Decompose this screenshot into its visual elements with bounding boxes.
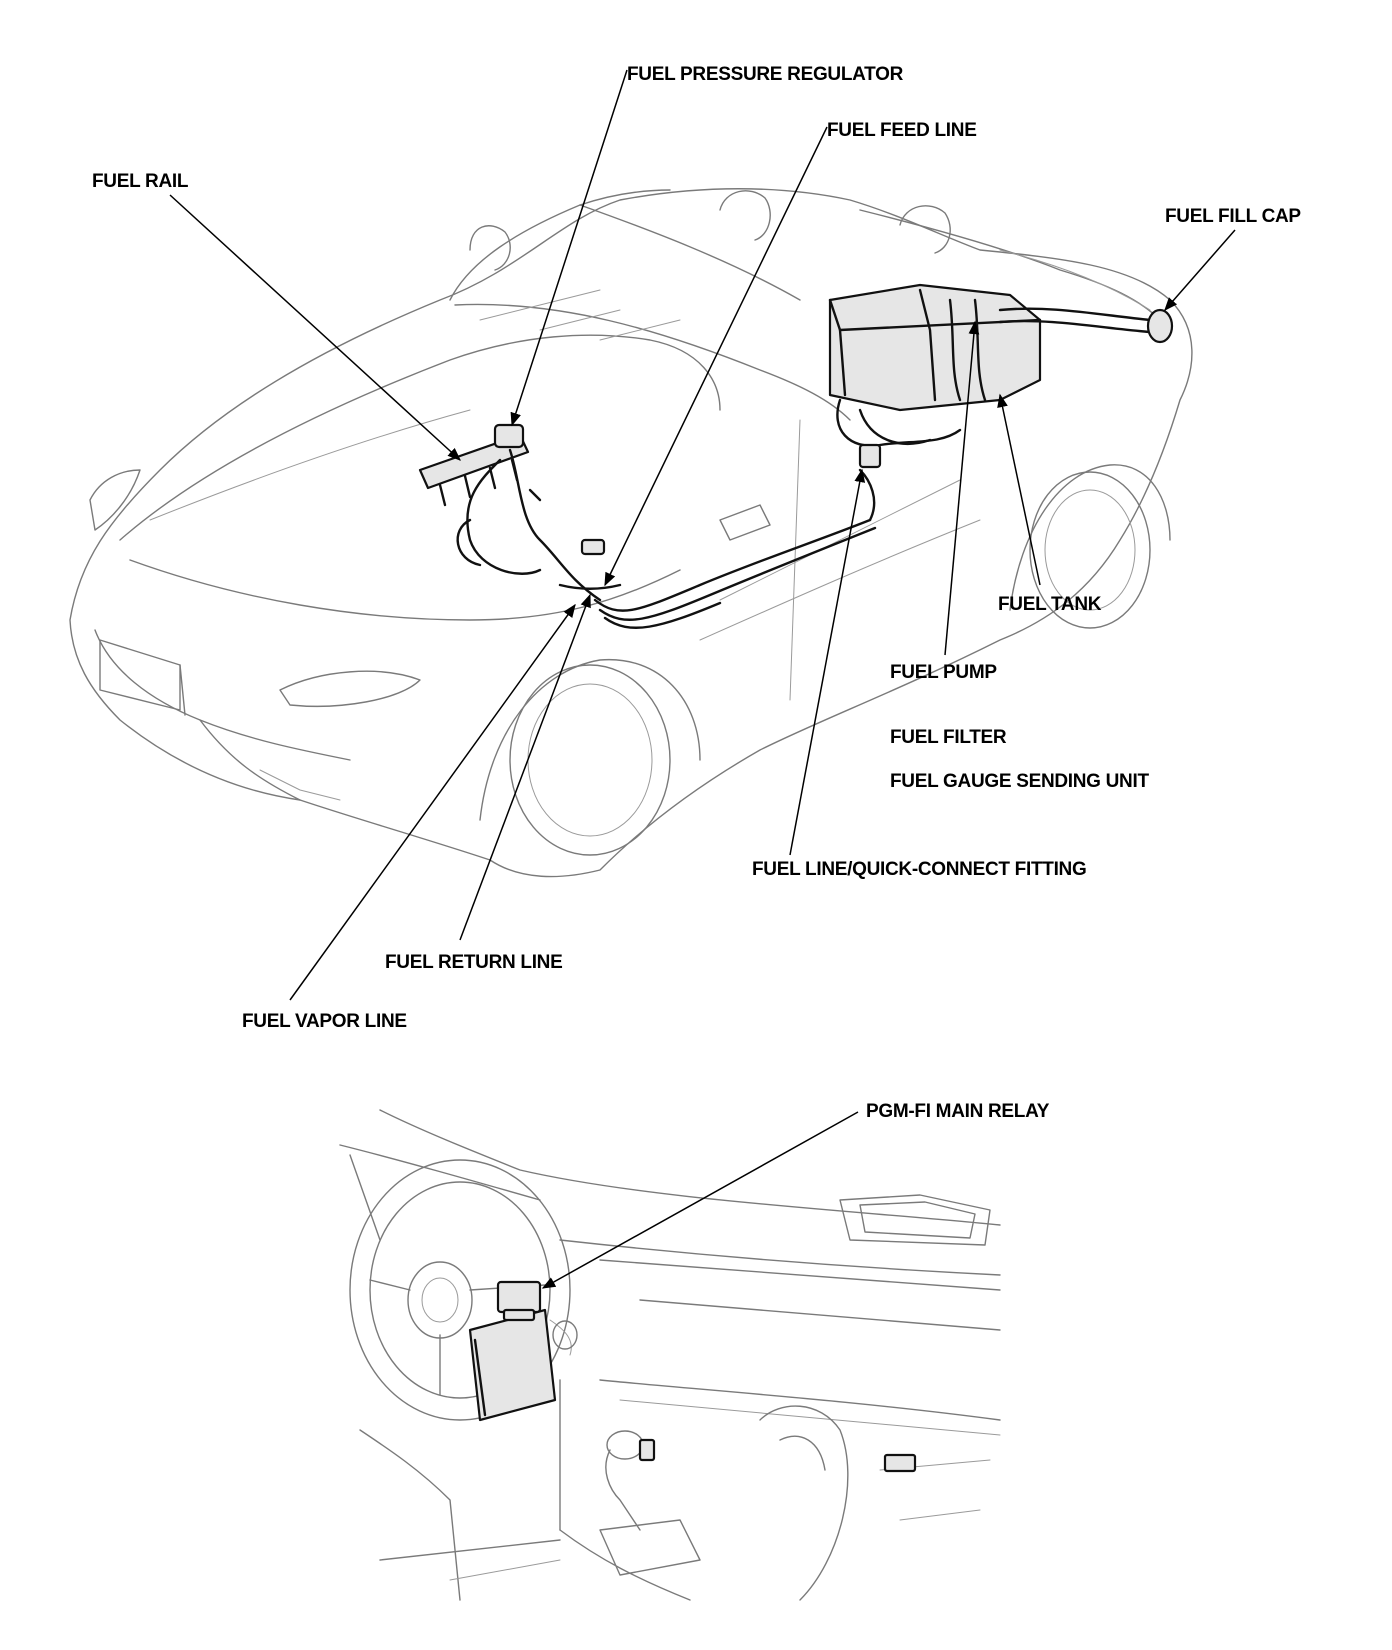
label-fuel-rail: FUEL RAIL (92, 171, 189, 192)
label-fuel-tank: FUEL TANK (998, 594, 1102, 615)
leader-lines (169, 69, 1236, 1001)
fuel-rail (418, 433, 530, 490)
leader-fuel-rail (169, 194, 461, 461)
callout-labels: FUEL PRESSURE REGULATOR FUEL FEED LINE F… (92, 64, 1302, 1122)
label-fuel-filter: FUEL FILTER (890, 727, 1007, 748)
fuel-system-parts (418, 283, 1174, 629)
fuel-tank (828, 283, 1042, 412)
label-fuel-fill-cap: FUEL FILL CAP (1165, 206, 1301, 227)
label-pgm-fi-main-relay: PGM-FI MAIN RELAY (866, 1101, 1050, 1122)
dashboard-illustration (339, 1109, 1001, 1601)
leader-fuel-pump (944, 320, 980, 656)
leader-fuel-feed-line (604, 126, 828, 587)
leader-fuel-line-quick-connect (789, 468, 866, 856)
label-fuel-feed-line: FUEL FEED LINE (827, 120, 977, 141)
fuel-pressure-regulator (493, 423, 525, 449)
fuel-fill-cap (1146, 308, 1174, 344)
label-fuel-line-quick-connect: FUEL LINE/QUICK-CONNECT FITTING (752, 859, 1086, 880)
leader-pgm-fi-main-relay (541, 1111, 859, 1289)
label-fuel-pressure-regulator: FUEL PRESSURE REGULATOR (627, 64, 904, 85)
label-fuel-vapor-line: FUEL VAPOR LINE (242, 1011, 407, 1032)
leader-fuel-fill-cap (1164, 229, 1236, 312)
leader-fuel-return-line (459, 593, 591, 941)
label-fuel-pump: FUEL PUMP (890, 662, 997, 683)
pgm-fi-main-relay (496, 1280, 542, 1314)
leader-fuel-tank (997, 393, 1041, 586)
label-fuel-gauge-sending-unit: FUEL GAUGE SENDING UNIT (890, 771, 1149, 792)
label-fuel-return-line: FUEL RETURN LINE (385, 952, 562, 973)
leader-fuel-vapor-line (289, 603, 576, 1001)
leader-fuel-pressure-regulator (510, 69, 628, 427)
